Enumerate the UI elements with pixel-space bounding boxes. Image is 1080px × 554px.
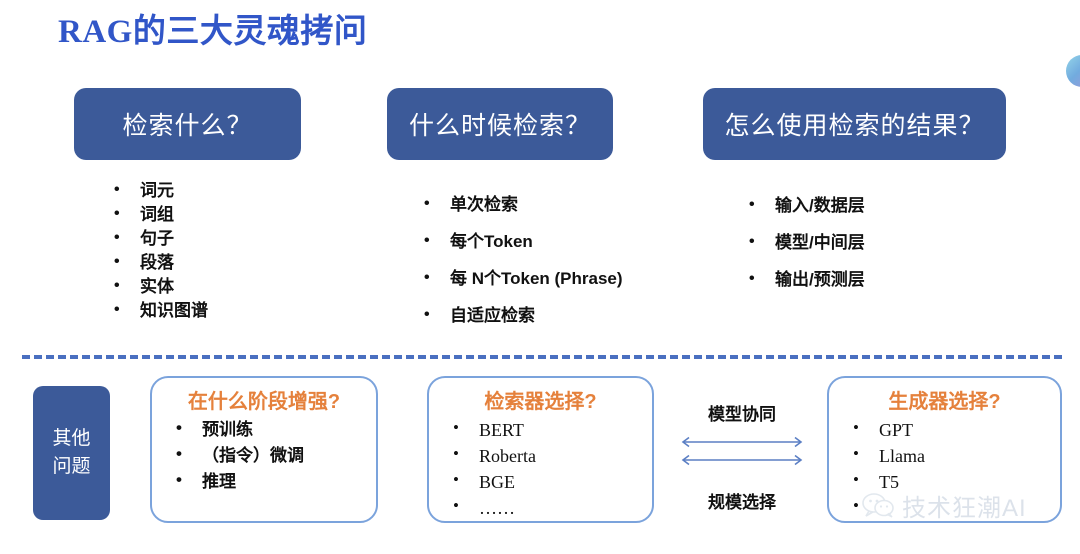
list-item: 知识图谱	[110, 298, 208, 323]
double-arrow-icon	[681, 454, 803, 466]
list-item: 每 N个Token (Phrase)	[420, 259, 623, 297]
decorative-orb	[1066, 55, 1080, 87]
list-item: （指令）微调	[174, 441, 376, 469]
page-title: RAG的三大灵魂拷问	[58, 14, 368, 50]
list-item: 单次检索	[420, 185, 623, 223]
section-divider	[22, 355, 1062, 359]
list-item: 输入/数据层	[745, 186, 865, 224]
header-box-when-to-retrieve[interactable]: 什么时候检索？	[387, 88, 613, 160]
card-title: 在什么阶段增强?	[187, 391, 341, 413]
list-item: 输出/预测层	[745, 260, 865, 298]
header-box-how-to-use-results[interactable]: 怎么使用检索的结果？	[703, 88, 1006, 160]
arrow-label-scale-choice: 规模选择	[708, 493, 776, 512]
list-item: 词组	[110, 202, 208, 227]
list-item: 实体	[110, 274, 208, 299]
list-item: 推理	[174, 467, 376, 495]
list-item: Llama	[851, 441, 1060, 469]
card-retriever-choice[interactable]: 检索器选择? BERT Roberta BGE ……	[427, 376, 654, 523]
list-item: 词元	[110, 178, 208, 203]
bullet-list: 输入/数据层 模型/中间层 输出/预测层	[745, 186, 865, 298]
list-item: ……	[451, 493, 652, 521]
arrow-label-model-synergy: 模型协同	[708, 405, 776, 424]
other-questions-line1: 其他	[52, 428, 91, 449]
header-box-what-to-retrieve[interactable]: 检索什么？	[74, 88, 301, 160]
list-item: 模型/中间层	[745, 223, 865, 261]
list-item: 句子	[110, 226, 208, 251]
card-bullet-list: 预训练 （指令）微调 推理	[152, 415, 376, 495]
bullet-list: 词元 词组 句子 段落 实体 知识图谱	[110, 178, 208, 323]
card-bullet-list: GPT Llama T5	[829, 415, 1060, 519]
bullet-column-when-to-retrieve: 单次检索 每个Token 每 N个Token (Phrase) 自适应检索	[420, 185, 623, 334]
card-bullet-list: BERT Roberta BGE ……	[429, 415, 652, 521]
other-questions-badge[interactable]: 其他 问题	[33, 386, 110, 520]
list-item: BGE	[451, 467, 652, 495]
list-item: Roberta	[451, 441, 652, 469]
list-item: 自适应检索	[420, 296, 623, 334]
card-title: 生成器选择?	[888, 391, 1001, 413]
arrow-connector-group: 模型协同 规模选择	[668, 400, 816, 512]
list-item: 段落	[110, 250, 208, 275]
bullet-column-how-to-use-results: 输入/数据层 模型/中间层 输出/预测层	[745, 186, 865, 298]
card-generator-choice[interactable]: 生成器选择? GPT Llama T5	[827, 376, 1062, 523]
list-item: GPT	[851, 415, 1060, 443]
header-box-label: 检索什么？	[122, 112, 253, 140]
list-item: BERT	[451, 415, 652, 443]
header-box-label: 怎么使用检索的结果？	[724, 112, 985, 140]
other-questions-line2: 问题	[52, 456, 91, 477]
list-item: 每个Token	[420, 222, 623, 260]
double-arrow-icon	[681, 436, 803, 448]
header-box-label: 什么时候检索？	[408, 112, 591, 140]
list-item: T5	[851, 467, 1060, 495]
card-title: 检索器选择?	[484, 391, 597, 413]
list-item: 预训练	[174, 415, 376, 443]
bullet-list: 单次检索 每个Token 每 N个Token (Phrase) 自适应检索	[420, 185, 623, 334]
card-augmentation-stage[interactable]: 在什么阶段增强? 预训练 （指令）微调 推理	[150, 376, 378, 523]
bullet-column-what-to-retrieve: 词元 词组 句子 段落 实体 知识图谱	[110, 178, 208, 323]
